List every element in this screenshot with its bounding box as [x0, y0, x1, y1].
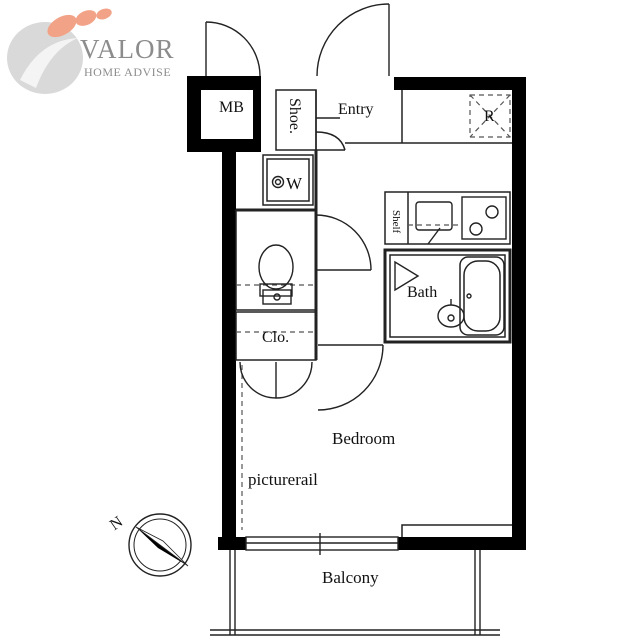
dashed-lines: [236, 94, 511, 530]
room-labels: MB Shoe. Entry R W Shelf Bath Clo. Bedro…: [219, 98, 495, 587]
wall-mb-left: [187, 76, 201, 152]
wall-mb-top: [187, 76, 261, 90]
refrigerator-space: [469, 94, 511, 138]
washer-box: [262, 154, 314, 206]
label-refrigerator: R: [484, 108, 495, 125]
bath-room: [383, 248, 512, 344]
closet-box: [235, 311, 317, 361]
logo-brand: VALOR: [80, 34, 175, 64]
outer-walls: [187, 76, 526, 550]
label-balcony: Balcony: [322, 568, 379, 587]
mb-door-arc: [205, 21, 261, 77]
doors: [205, 3, 390, 411]
logo-tagline: HOME ADVISE: [84, 65, 171, 79]
refrigerator-diag-2: [469, 94, 511, 138]
balcony: [210, 533, 500, 636]
burner-2-icon: [469, 222, 483, 236]
wall-mb-right: [253, 76, 261, 152]
label-washer: W: [286, 174, 303, 193]
bath-triangle-icon: [394, 260, 420, 292]
toilet-bowl-icon: [258, 244, 294, 290]
compass-inner-ring: [133, 518, 187, 572]
wall-left: [222, 152, 236, 550]
logo-inner-swoosh: [20, 38, 78, 88]
wall-bottom-right: [398, 537, 526, 550]
burner-1-icon: [485, 205, 499, 219]
label-bedroom: Bedroom: [332, 429, 395, 448]
entry-step-arc: [315, 131, 346, 151]
bedroom-door-arc: [317, 344, 384, 411]
wall-top-right: [394, 77, 526, 90]
entry-door-arc: [316, 3, 390, 77]
label-closet: Clo.: [262, 329, 289, 346]
compass-outer-ring: [128, 513, 192, 577]
valor-logo: VALOR HOME ADVISE: [7, 8, 175, 94]
bath-inner: [389, 254, 506, 338]
logo-swoosh-1: [47, 14, 77, 38]
closet-door-right: [275, 361, 313, 399]
toilet-sink-drain: [273, 293, 281, 301]
bathtub: [459, 256, 505, 336]
tub-drain: [466, 293, 472, 299]
washer-drain-inner: [274, 178, 282, 186]
kitchen-counter: [384, 191, 511, 245]
bathroom-door-arc: [315, 214, 372, 271]
bedroom-jog: [401, 524, 512, 537]
washer-inner: [266, 158, 310, 202]
toilet-tank-icon: [259, 283, 293, 297]
label-mb: MB: [219, 99, 244, 116]
kitchen-sink-icon: [415, 201, 453, 231]
label-entry: Entry: [338, 101, 374, 118]
logo-swoosh-3: [96, 8, 112, 20]
closet-door-left: [239, 361, 277, 399]
faucet-icon: [427, 227, 441, 245]
logo-swoosh-2: [75, 10, 97, 26]
compass: N: [107, 513, 192, 577]
toilet-sink-icon: [262, 289, 292, 305]
wall-right: [512, 77, 526, 550]
label-picturerail: picturerail: [248, 470, 318, 489]
toilet-room: [235, 209, 317, 311]
bathtub-inner: [463, 260, 501, 332]
interior-lines: [235, 89, 512, 537]
fixtures: [258, 175, 507, 328]
washbasin-drain: [447, 314, 455, 322]
stove-icon: [461, 196, 507, 240]
compass-north: N: [107, 513, 127, 534]
label-shoe: Shoe.: [286, 98, 303, 134]
wall-shoe-left: [261, 90, 275, 152]
wall-mb-bottom: [187, 139, 261, 152]
compass-needle-tail: [135, 526, 189, 567]
washer-drain-icon: [271, 175, 285, 189]
label-bath: Bath: [407, 284, 437, 301]
wall-bottom-left: [218, 537, 246, 550]
label-shelf: Shelf: [390, 210, 402, 234]
